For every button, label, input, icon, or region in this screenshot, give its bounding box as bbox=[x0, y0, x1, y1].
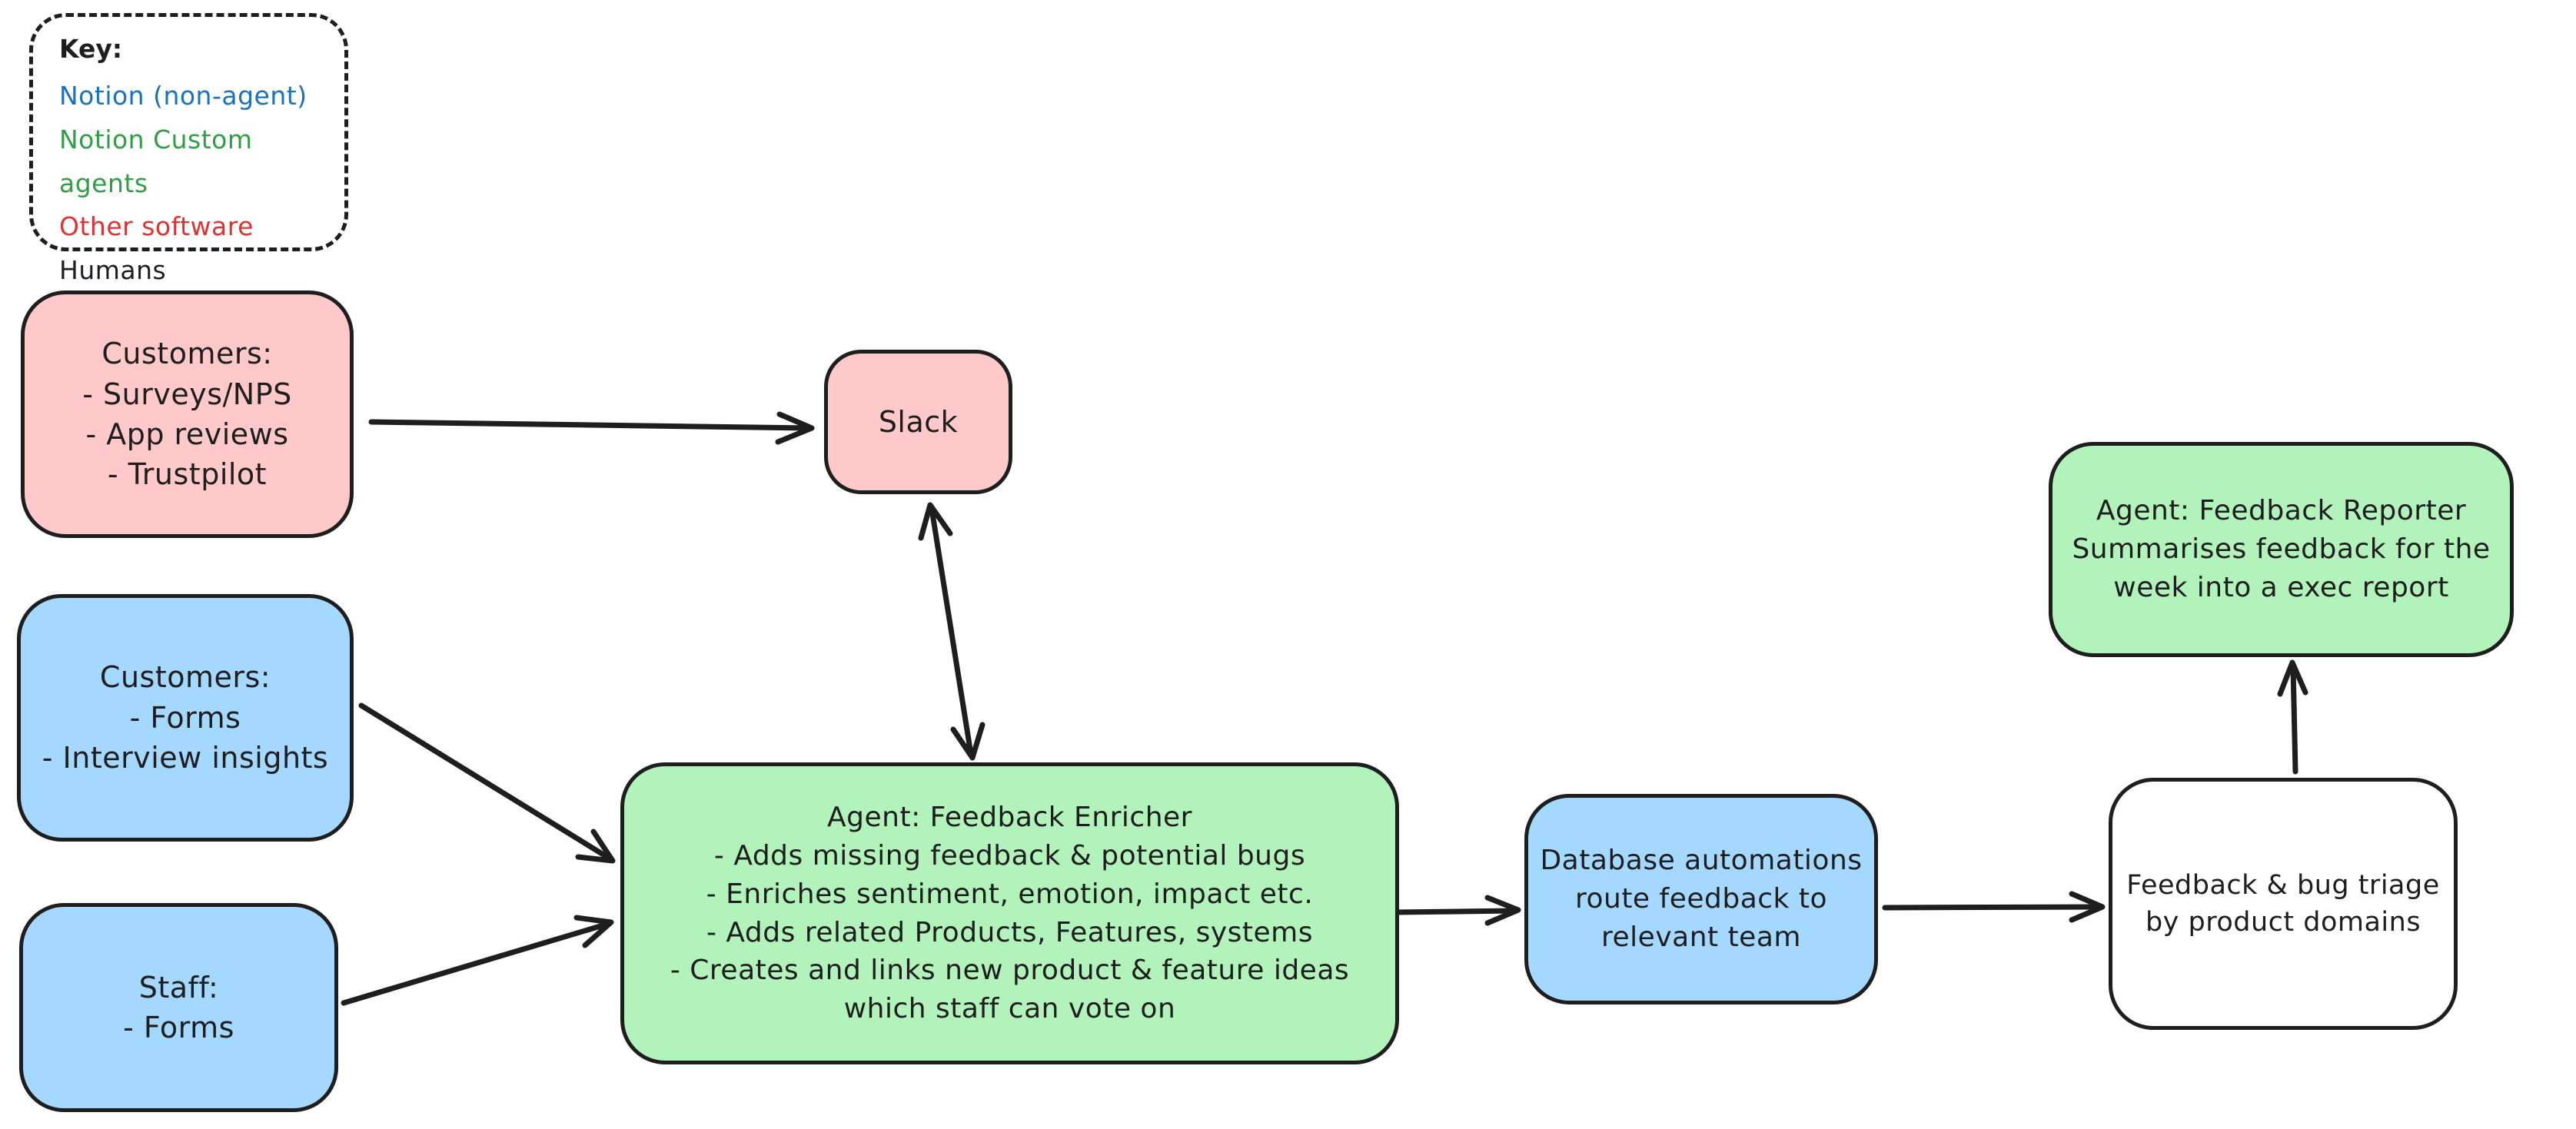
legend-box[interactable]: Key: Notion (non-agent) Notion Custom ag… bbox=[29, 13, 348, 285]
legend-item-humans: Humans bbox=[59, 255, 167, 285]
node-database-automations-label: Database automations route feedback to r… bbox=[1540, 845, 1863, 953]
node-feedback-triage[interactable]: Feedback & bug triage by product domains bbox=[2109, 778, 2458, 1030]
node-slack-label: Slack bbox=[878, 404, 959, 439]
arrow-slack-to-feedback-enricher[interactable] bbox=[918, 502, 986, 761]
node-customers-notion-label: Customers: - Forms - Interview insights bbox=[42, 660, 329, 775]
node-staff-forms-label: Staff: - Forms bbox=[123, 970, 234, 1044]
arrow-feedback-enricher-to-database-automations[interactable] bbox=[1392, 895, 1521, 926]
node-database-automations[interactable]: Database automations route feedback to r… bbox=[1524, 794, 1878, 1004]
node-feedback-reporter-label: Agent: Feedback Reporter Summarises feed… bbox=[2072, 495, 2491, 603]
arrow-staff-forms-to-feedback-enricher[interactable] bbox=[341, 915, 614, 1006]
arrow-feedback-triage-to-feedback-reporter[interactable] bbox=[2277, 659, 2308, 775]
node-slack[interactable]: Slack bbox=[824, 350, 1012, 494]
node-feedback-enricher-label: Agent: Feedback Enricher - Adds missing … bbox=[670, 802, 1350, 1024]
legend-item-notion-custom-agents: Notion Custom agents bbox=[59, 124, 253, 198]
node-staff-forms[interactable]: Staff: - Forms bbox=[19, 903, 338, 1112]
arrow-customers-notion-to-feedback-enricher[interactable] bbox=[358, 702, 616, 864]
node-feedback-reporter[interactable]: Agent: Feedback Reporter Summarises feed… bbox=[2049, 442, 2514, 657]
legend-item-other-software: Other software bbox=[59, 211, 254, 242]
arrow-customers-sources-to-slack[interactable] bbox=[368, 411, 815, 445]
arrow-database-automations-to-feedback-triage[interactable] bbox=[1882, 891, 2106, 923]
legend-title: Key: bbox=[59, 34, 123, 64]
node-feedback-enricher[interactable]: Agent: Feedback Enricher - Adds missing … bbox=[620, 762, 1399, 1064]
node-customers-notion[interactable]: Customers: - Forms - Interview insights bbox=[17, 594, 354, 842]
node-customers-sources-label: Customers: - Surveys/NPS - App reviews -… bbox=[82, 337, 292, 492]
legend-item-notion-non-agent: Notion (non-agent) bbox=[59, 81, 307, 111]
node-feedback-triage-label: Feedback & bug triage by product domains bbox=[2126, 869, 2440, 938]
node-customers-sources[interactable]: Customers: - Surveys/NPS - App reviews -… bbox=[21, 291, 354, 538]
